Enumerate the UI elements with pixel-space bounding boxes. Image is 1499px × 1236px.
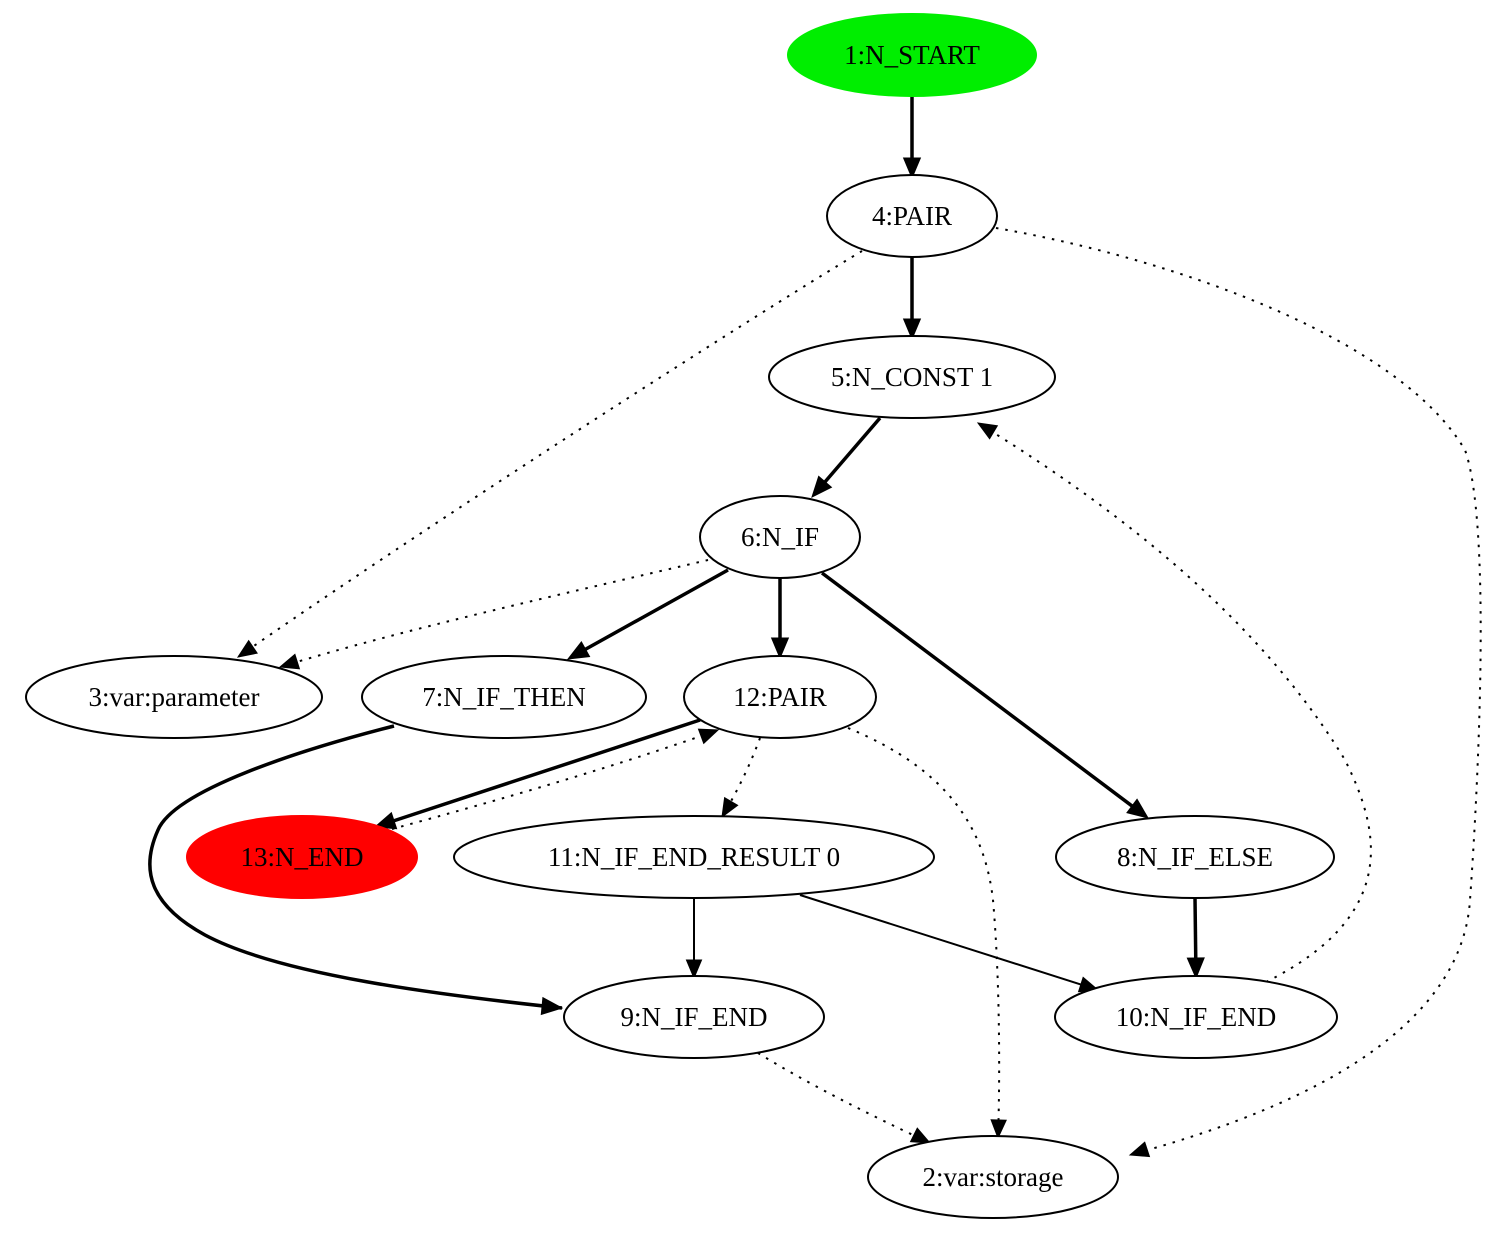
node-shape [787,13,1037,97]
node-shape [683,655,877,739]
node-n2: 2:var:storage [867,1135,1119,1219]
edge-n1-n4 [902,96,922,180]
node-label: 1:N_START [844,40,980,70]
node-label: 12:PAIR [733,682,827,712]
arrowhead [1128,1141,1151,1158]
node-label: 6:N_IF [741,522,819,552]
edge-line [148,724,563,1010]
arrowhead [721,796,739,819]
edge-line [799,894,1083,987]
node-shape [25,655,323,739]
nodes-layer: 1:N_START 4:PAIR 5:N_CONST 1 6:N_IF 3:var:pa… [25,13,1338,1219]
edge-n12-n2 [847,727,1007,1140]
edge-line [757,1052,931,1144]
node-n11: 11:N_IF_END_RESULT 0 [453,815,935,899]
node-label: 2:var:storage [923,1162,1064,1192]
arrowhead [902,157,922,180]
node-label: 11:N_IF_END_RESULT 0 [548,842,840,872]
node-n10: 10:N_IF_END [1054,975,1338,1059]
node-n5: 5:N_CONST 1 [768,335,1056,419]
arrowhead [540,996,564,1016]
node-label: 8:N_IF_ELSE [1117,842,1273,872]
edge-n13-n12 [391,728,720,830]
edge-line [1193,897,1198,961]
node-n3: 3:var:parameter [25,655,323,739]
node-shape [826,174,998,258]
node-shape [186,815,418,899]
edge-n6-n3 [278,559,709,670]
node-label: 3:var:parameter [89,682,260,712]
arrowhead [909,1127,932,1144]
edge-n11-n9 [685,898,703,980]
node-shape [361,655,647,739]
edge-n4-n5 [902,257,922,341]
node-shape [1055,815,1335,899]
arrowhead [976,422,999,440]
node-shape [768,335,1056,419]
edge-n5-n6 [811,416,882,498]
arrowhead [236,639,258,658]
arrowhead [1186,957,1205,980]
arrowhead [566,641,591,660]
edge-n8-n10 [1186,897,1205,980]
node-label: 13:N_END [241,842,364,872]
edge-line [279,559,709,668]
node-n8: 8:N_IF_ELSE [1055,815,1335,899]
arrowhead [697,728,720,745]
edge-line [391,718,701,824]
edge-n10-n5 [976,422,1372,983]
node-label: 4:PAIR [872,201,952,231]
node-shape [563,975,825,1059]
edge-n11-n10 [799,894,1100,993]
edge-n12-n11 [721,737,761,819]
edge-n9-n2 [757,1052,932,1144]
arrowhead [990,1119,1007,1140]
arrowhead [770,637,790,660]
edge-n4-n2 [995,227,1482,1158]
node-n13: 13:N_END [186,815,418,899]
node-label: 9:N_IF_END [621,1002,768,1032]
node-n4: 4:PAIR [826,174,998,258]
node-shape [1054,975,1338,1059]
node-n6: 6:N_IF [699,495,861,579]
arrowhead [902,318,922,341]
edge-n7-n9 [148,724,564,1016]
edge-n6-n8 [820,571,1150,819]
node-n1: 1:N_START [787,13,1037,97]
node-n12: 12:PAIR [683,655,877,739]
node-label: 10:N_IF_END [1116,1002,1277,1032]
arrowhead [685,959,703,980]
edge-line [391,729,719,830]
edge-line [847,727,1001,1139]
node-label: 7:N_IF_THEN [422,682,586,712]
node-shape [453,815,935,899]
arrowhead [811,475,833,498]
node-label: 5:N_CONST 1 [831,362,993,392]
arrowhead [278,653,301,670]
edge-n4-n3 [236,250,863,658]
node-n9: 9:N_IF_END [563,975,825,1059]
edge-line [977,422,1372,983]
edge-n6-n12 [770,578,790,660]
node-n7: 7:N_IF_THEN [361,655,647,739]
edge-line [820,571,1135,809]
edge-line [582,568,729,652]
arrowhead [1126,798,1150,819]
node-shape [699,495,861,579]
edges-layer [148,96,1482,1158]
edge-n6-n7 [566,568,729,660]
edge-line [822,416,882,485]
node-shape [867,1135,1119,1219]
